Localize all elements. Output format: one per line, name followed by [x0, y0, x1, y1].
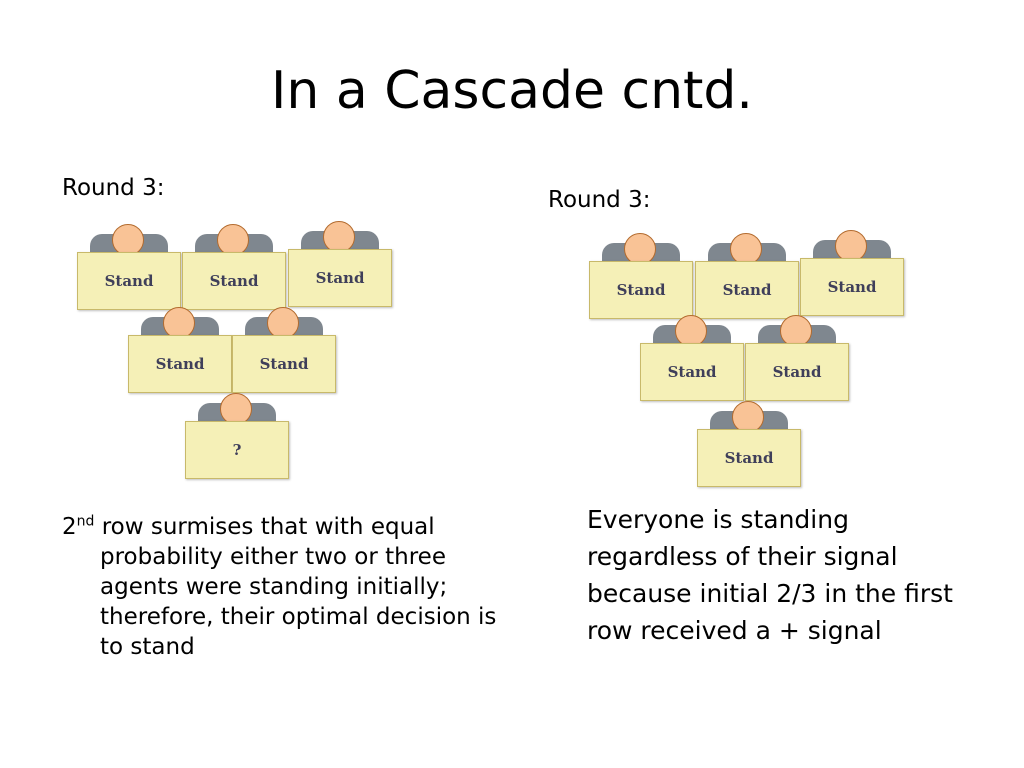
agent: Stand: [288, 221, 392, 307]
agent-sign: Stand: [640, 343, 744, 401]
agent: ?: [185, 393, 289, 479]
agent-head: [730, 233, 762, 265]
agent: Stand: [800, 230, 904, 316]
agent-sign: Stand: [697, 429, 801, 487]
agent-sign: Stand: [128, 335, 232, 393]
agent: Stand: [640, 315, 744, 401]
agent-head: [220, 393, 252, 425]
agent: Stand: [128, 307, 232, 393]
agent-head: [780, 315, 812, 347]
agent: Stand: [77, 224, 181, 310]
agent: Stand: [232, 307, 336, 393]
caption-text: row surmises that with equal probability…: [94, 514, 497, 660]
agent-head: [732, 401, 764, 433]
agent: Stand: [695, 233, 799, 319]
agent-head: [675, 315, 707, 347]
caption-ordinal-suffix: nd: [76, 513, 95, 530]
right-round-label: Round 3:: [548, 187, 651, 213]
agent: Stand: [182, 224, 286, 310]
agent-sign: Stand: [182, 252, 286, 310]
caption-ordinal-number: 2: [62, 514, 77, 540]
agent-sign: Stand: [589, 261, 693, 319]
right-caption: Everyone is standing regardless of their…: [587, 505, 953, 645]
agent: Stand: [745, 315, 849, 401]
left-round-label: Round 3:: [62, 175, 165, 201]
agent-head: [112, 224, 144, 256]
agent: Stand: [697, 401, 801, 487]
agent-sign: Stand: [745, 343, 849, 401]
left-caption: 2nd row surmises that with equal probabi…: [62, 512, 512, 662]
slide-title: In a Cascade cntd.: [271, 61, 753, 121]
agent-sign: Stand: [695, 261, 799, 319]
agent-sign: ?: [185, 421, 289, 479]
agent-sign: Stand: [232, 335, 336, 393]
agent-sign: Stand: [800, 258, 904, 316]
agent-head: [624, 233, 656, 265]
agent: Stand: [589, 233, 693, 319]
agent-sign: Stand: [77, 252, 181, 310]
agent-sign: Stand: [288, 249, 392, 307]
